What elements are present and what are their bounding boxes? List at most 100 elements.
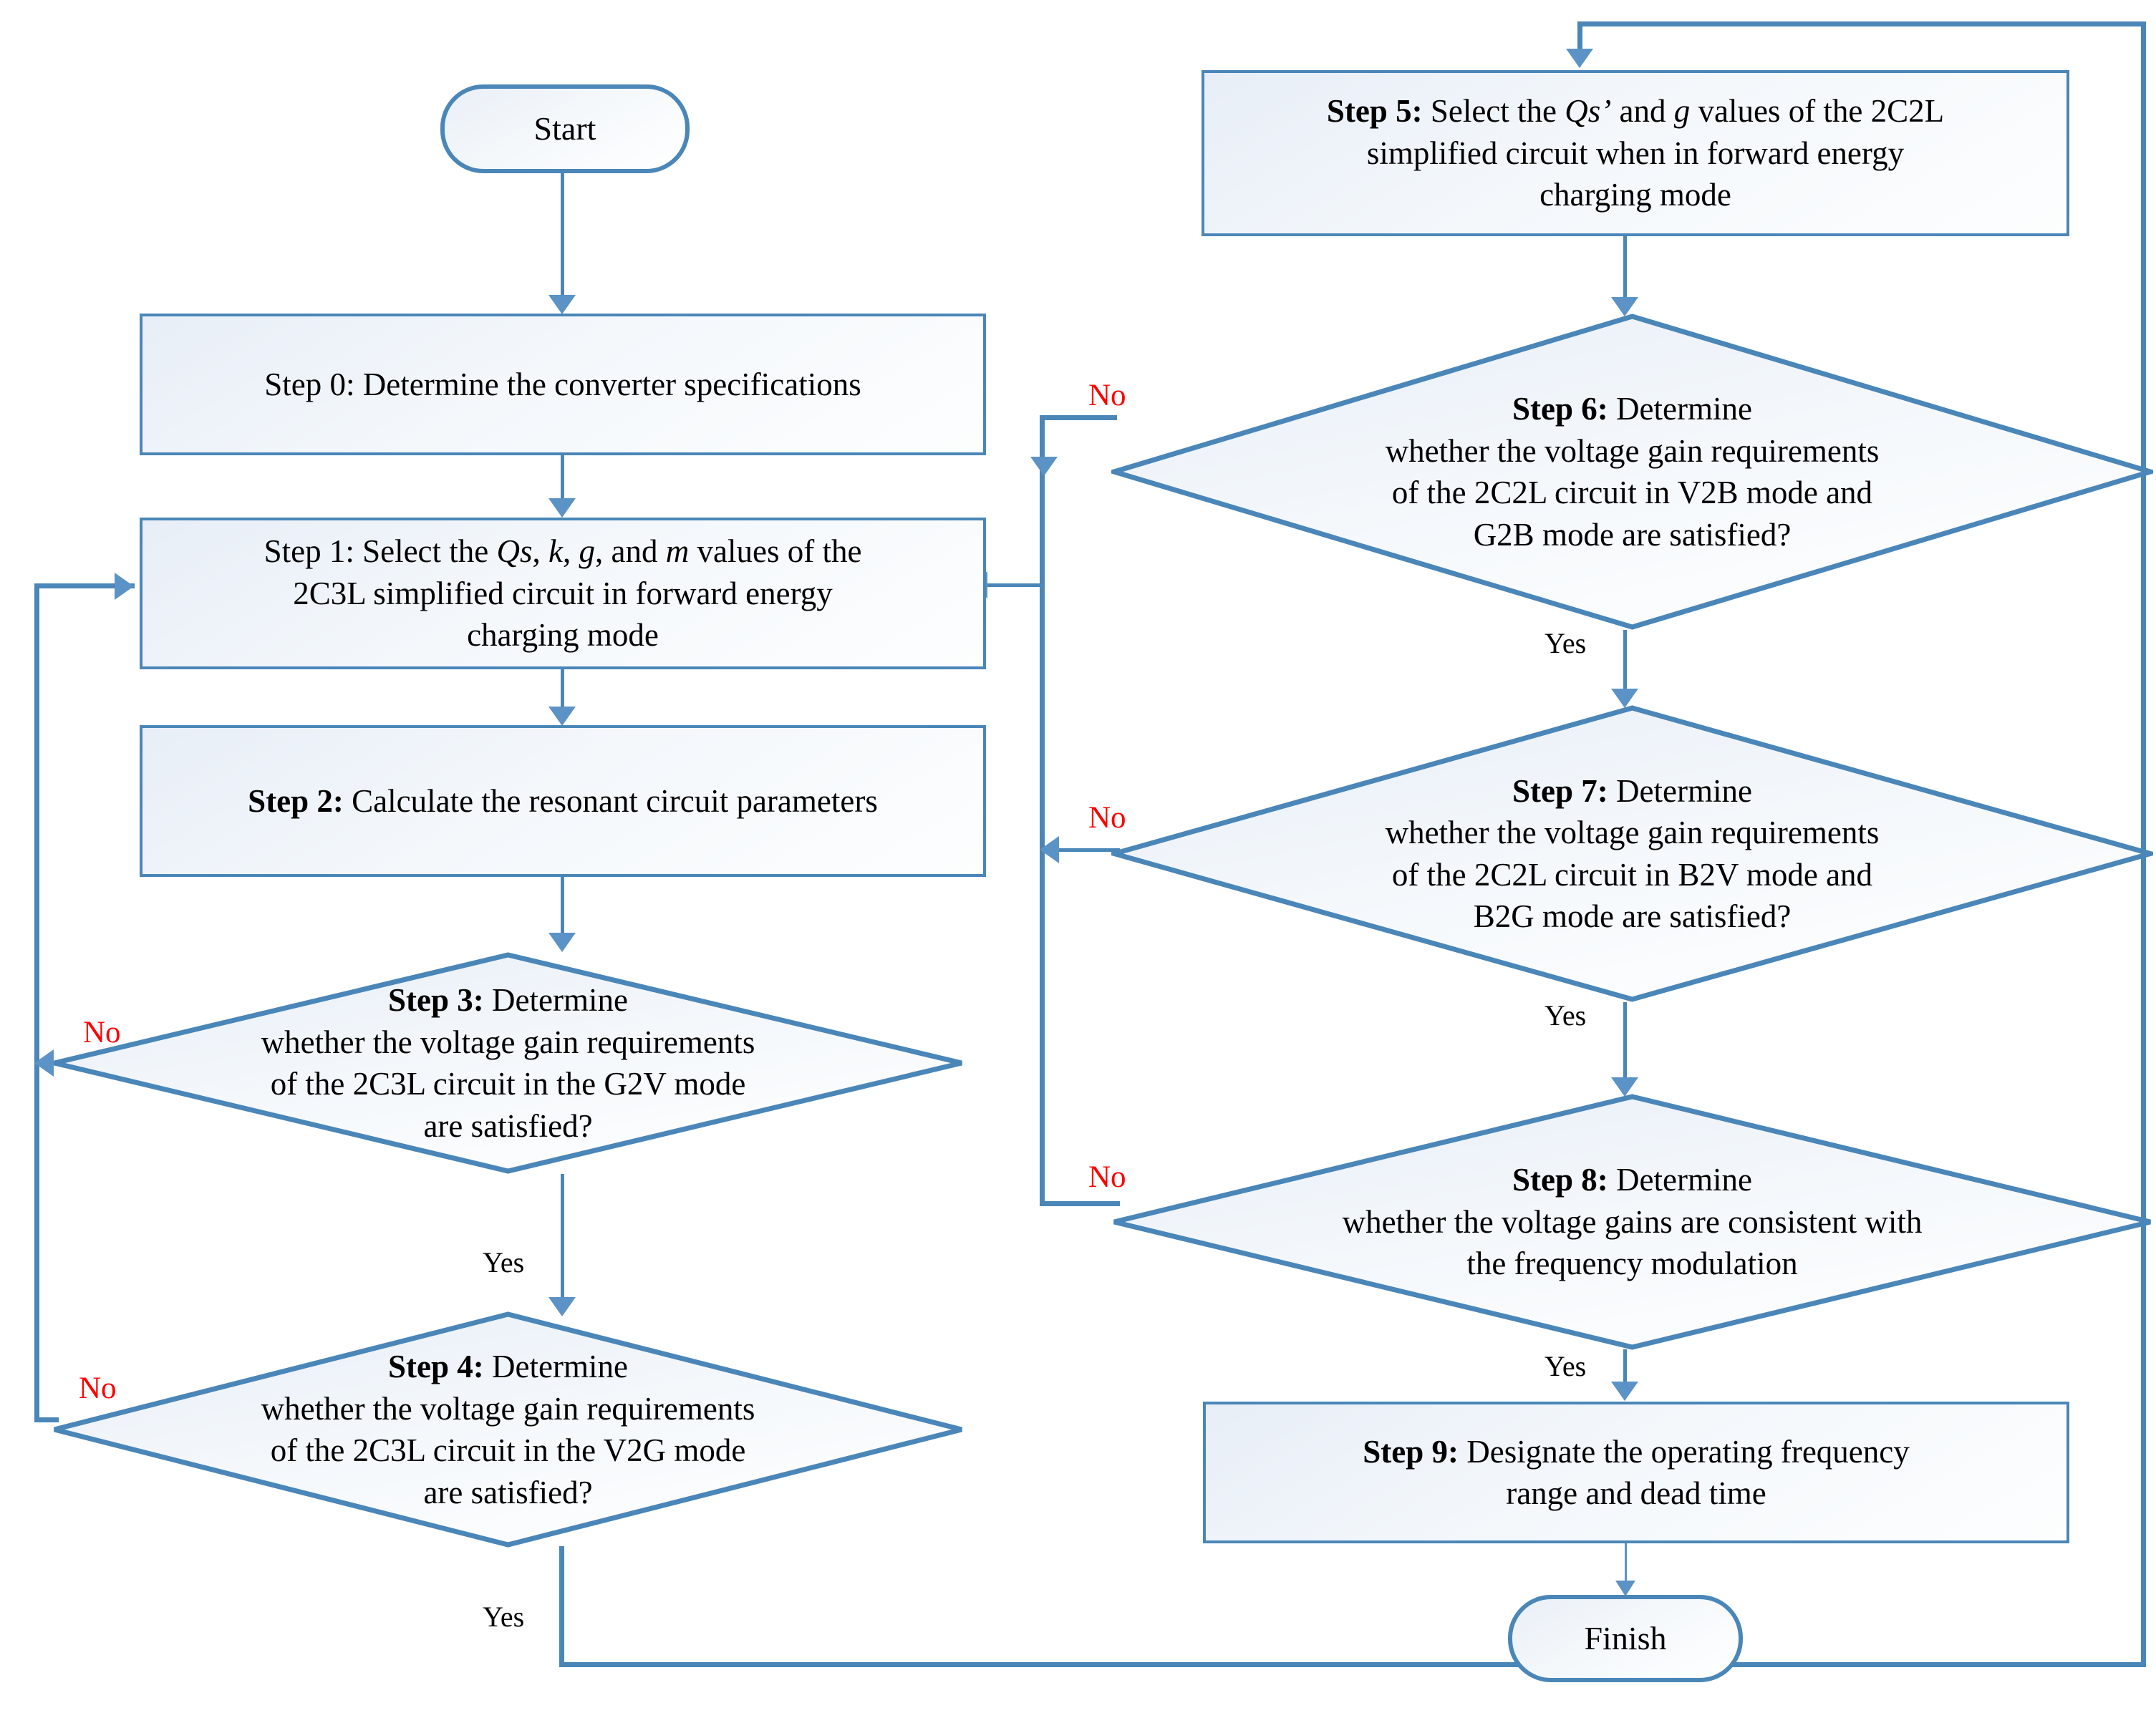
node-step4[interactable]: Step 4: Determine whether the voltage ga… bbox=[52, 1311, 965, 1548]
edge-label-step4-yes: Yes bbox=[483, 1601, 525, 1633]
arrowhead-step9-to-finish bbox=[1615, 1581, 1635, 1596]
node-step5-label: Step 5: Select the Qs’ and g values of t… bbox=[1308, 90, 1963, 216]
node-start[interactable]: Start bbox=[440, 84, 690, 173]
step6-line3: of the 2C2L circuit in V2B mode and bbox=[1391, 475, 1873, 510]
step7-bold-prefix: Step 7: bbox=[1512, 772, 1608, 809]
step1-line2: 2C3L simplified circuit in forward energ… bbox=[293, 575, 833, 611]
step5-line1-c: values of the 2C2L bbox=[1690, 93, 1945, 130]
node-step2-label: Step 2: Calculate the resonant circuit p… bbox=[229, 780, 896, 822]
arrowhead-step8yes-to-step9 bbox=[1611, 1382, 1638, 1401]
connector-step5-to-step6 bbox=[1623, 236, 1627, 311]
connector-step7no bbox=[1043, 848, 1120, 852]
step1-var-k: k bbox=[548, 533, 564, 570]
step1-line1-d: , and bbox=[595, 533, 666, 570]
step7-diamond-shape bbox=[1111, 705, 2153, 1002]
connector-mid-return-rail bbox=[1040, 415, 1045, 1205]
step8-line1: Determine bbox=[1608, 1162, 1752, 1198]
connector-step0-to-step1 bbox=[561, 455, 564, 499]
step3-line1: Determine bbox=[483, 982, 628, 1018]
arrowhead-step3no bbox=[34, 1049, 54, 1077]
arrowhead-step5-to-step6 bbox=[1611, 297, 1638, 316]
node-step3[interactable]: Step 3: Determine whether the voltage ga… bbox=[52, 952, 965, 1174]
step4-bold-prefix: Step 4: bbox=[388, 1349, 484, 1384]
step1-var-g: g bbox=[579, 533, 596, 570]
edge-label-step6-yes: Yes bbox=[1545, 627, 1587, 659]
step6-bold-prefix: Step 6: bbox=[1512, 391, 1608, 427]
node-finish[interactable]: Finish bbox=[1508, 1595, 1743, 1682]
step8-diamond-shape bbox=[1113, 1094, 2151, 1350]
connector-left-return-rail bbox=[34, 583, 39, 1421]
step1-line3: charging mode bbox=[467, 617, 659, 654]
connector-step9-to-finish bbox=[1625, 1543, 1627, 1586]
connector-step2-to-step3 bbox=[561, 877, 564, 936]
arrowhead-into-step5 bbox=[1566, 49, 1593, 68]
connector-start-to-step0 bbox=[561, 172, 564, 297]
step5-line1-b: and bbox=[1611, 93, 1674, 130]
step4-diamond-shape bbox=[54, 1311, 962, 1548]
edge-label-step4-no: No bbox=[79, 1372, 117, 1405]
connector-bottom-rail bbox=[559, 1662, 2146, 1667]
step4-line4: are satisfied? bbox=[423, 1474, 593, 1510]
node-step9-label: Step 9: Designate the operating frequenc… bbox=[1344, 1431, 1928, 1515]
connector-top-rail bbox=[1577, 21, 2146, 26]
node-step6[interactable]: Step 6: Determine whether the voltage ga… bbox=[1111, 314, 2153, 630]
step1-line1-b: , bbox=[532, 533, 549, 570]
arrowhead-step6yes-to-step7 bbox=[1611, 689, 1638, 708]
step2-bold-prefix: Step 2: bbox=[248, 782, 344, 819]
step1-line1-e: values of the bbox=[689, 533, 862, 570]
node-step3-label: Step 3: Determine whether the voltage ga… bbox=[52, 952, 965, 1174]
step1-var-qs: Qs bbox=[496, 533, 533, 570]
connector-right-rail bbox=[2141, 21, 2146, 1667]
arrowhead-mid-rail-junction bbox=[1030, 457, 1058, 476]
connector-step4no bbox=[34, 1417, 59, 1422]
step4-line1: Determine bbox=[483, 1349, 628, 1384]
step4-line2: whether the voltage gain requirements bbox=[261, 1390, 755, 1427]
node-step1[interactable]: Step 1: Select the Qs, k, g, and m value… bbox=[140, 518, 986, 669]
step9-line2: range and dead time bbox=[1506, 1475, 1766, 1511]
connector-step3yes-to-step4 bbox=[561, 1174, 564, 1299]
connector-step8yes-to-step9 bbox=[1623, 1349, 1627, 1385]
edge-label-step7-yes: Yes bbox=[1545, 999, 1587, 1032]
step9-line1: Designate the operating frequency bbox=[1459, 1433, 1910, 1470]
edge-label-step7-no: No bbox=[1088, 801, 1126, 835]
node-step5[interactable]: Step 5: Select the Qs’ and g values of t… bbox=[1202, 70, 2069, 236]
step5-line1-a: Select the bbox=[1422, 93, 1565, 130]
step3-diamond-shape bbox=[54, 952, 962, 1174]
node-step7[interactable]: Step 7: Determine whether the voltage ga… bbox=[1111, 705, 2153, 1002]
step7-line2: whether the voltage gain requirements bbox=[1385, 815, 1880, 850]
step7-line4: B2G mode are satisfied? bbox=[1473, 898, 1792, 934]
step5-line3: charging mode bbox=[1539, 177, 1731, 213]
step6-line1: Determine bbox=[1608, 391, 1752, 427]
step7-line3: of the 2C2L circuit in B2V mode and bbox=[1391, 856, 1873, 893]
connector-step6no bbox=[1040, 415, 1117, 420]
step3-line3: of the 2C3L circuit in the G2V mode bbox=[270, 1066, 746, 1102]
step5-var-g: g bbox=[1673, 93, 1691, 130]
node-step6-label: Step 6: Determine whether the voltage ga… bbox=[1111, 314, 2153, 630]
node-step8-label: Step 8: Determine whether the voltage ga… bbox=[1111, 1094, 2153, 1350]
connector-step6yes-to-step7 bbox=[1623, 630, 1627, 705]
connector-top-rail-down-to-step5 bbox=[1577, 21, 1582, 52]
node-step7-label: Step 7: Determine whether the voltage ga… bbox=[1111, 705, 2153, 1002]
node-step1-label: Step 1: Select the Qs, k, g, and m value… bbox=[246, 530, 881, 656]
arrowhead-step7no bbox=[1040, 836, 1059, 863]
step4-line3: of the 2C3L circuit in the V2G mode bbox=[270, 1432, 746, 1468]
connector-step4yes-down bbox=[559, 1546, 564, 1666]
node-step9[interactable]: Step 9: Designate the operating frequenc… bbox=[1203, 1402, 2069, 1543]
arrowhead-step2-to-step3 bbox=[548, 933, 576, 952]
step8-line2: whether the voltage gains are consistent… bbox=[1342, 1203, 1923, 1240]
step8-bold-prefix: Step 8: bbox=[1512, 1162, 1608, 1198]
edge-label-step3-no: No bbox=[83, 1016, 121, 1049]
edge-label-step6-no: No bbox=[1088, 379, 1126, 412]
node-step8[interactable]: Step 8: Determine whether the voltage ga… bbox=[1111, 1094, 2153, 1350]
node-step0-label: Step 0: Determine the converter specific… bbox=[264, 366, 861, 402]
edge-label-step3-yes: Yes bbox=[483, 1246, 525, 1278]
node-step0[interactable]: Step 0: Determine the converter specific… bbox=[140, 314, 986, 455]
step1-line1-c: , bbox=[563, 533, 579, 570]
connector-step8no bbox=[1040, 1201, 1120, 1206]
edge-label-step8-yes: Yes bbox=[1545, 1350, 1587, 1382]
arrowhead-step3yes-to-step4 bbox=[548, 1297, 576, 1316]
node-step2[interactable]: Step 2: Calculate the resonant circuit p… bbox=[140, 725, 986, 877]
node-start-label: Start bbox=[533, 110, 596, 147]
node-finish-label: Finish bbox=[1584, 1620, 1667, 1657]
